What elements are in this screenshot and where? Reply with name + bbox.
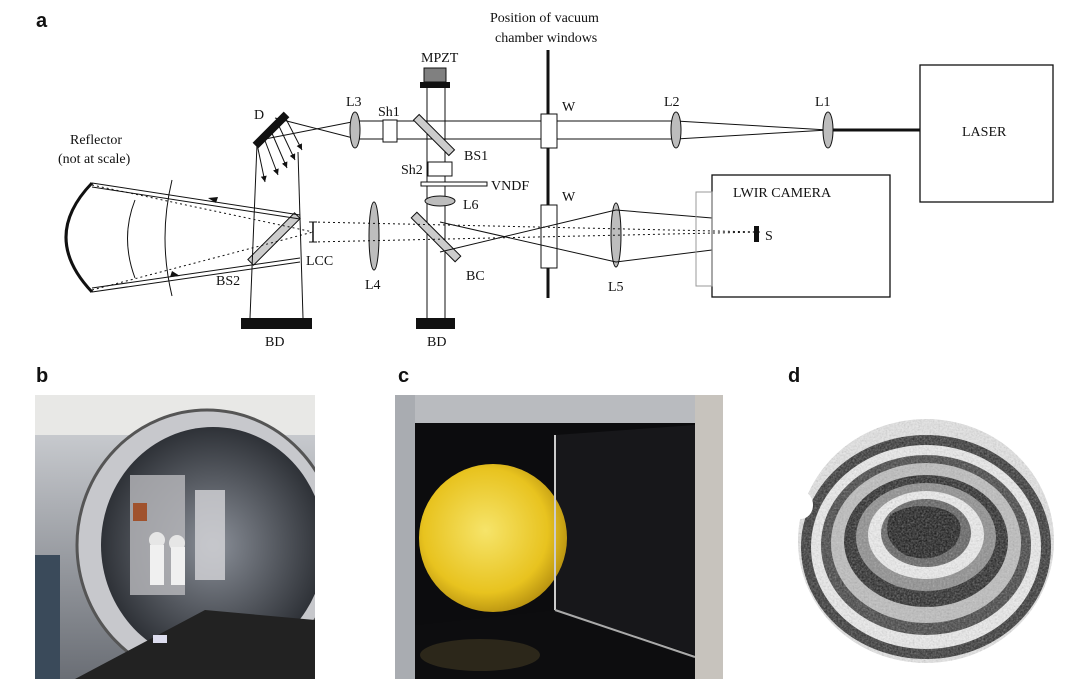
beam-l3-d-2 [274,117,358,140]
label-vndf: VNDF [491,179,529,194]
mirror-d [252,111,290,149]
reflector-beam-bottom [91,261,301,293]
label-bs1: BS1 [464,149,488,164]
wavefront-1 [127,199,136,279]
label-lwir-camera: LWIR CAMERA [733,186,832,201]
mpzt-block [423,67,447,83]
label-l4: L4 [365,278,381,293]
bd-left-line-1 [249,143,258,319]
beamsplitter-bs2 [247,212,301,266]
label-l2: L2 [664,95,680,110]
beam-l1-l2-lower [675,129,829,140]
label-bc: BC [466,269,485,284]
lens-l2 [670,111,682,149]
beam-l5-camera-1 [615,209,713,219]
label-lcc: LCC [306,254,333,269]
beam-bc-l5-2 [439,209,617,253]
lens-l3 [349,111,361,149]
window-w-top [540,113,558,149]
dotted-beam-lower [312,231,761,243]
label-w-bottom: W [562,190,576,205]
label-d: D [254,108,264,123]
beam-dump-left [241,318,312,329]
beam-combiner-bc [410,211,462,263]
beam-l3-d-1 [259,120,358,141]
sensor-s [754,226,759,242]
lens-l4 [368,201,380,271]
diffuse-rays [256,116,303,183]
reflector-mirror [64,181,94,294]
label-sh1: Sh1 [378,105,400,120]
reflector-beam-bottom-2 [91,257,301,289]
lwir-camera-lens-mount [695,191,713,287]
label-l5: L5 [608,280,624,295]
interferogram-phase-map [795,415,1057,667]
panel-label-c: c [398,365,410,387]
label-sh2: Sh2 [401,163,423,178]
label-mpzt: MPZT [421,51,459,66]
arrow-bottom [170,271,180,277]
label-s: S [765,229,773,244]
label-reflector-2: (not at scale) [58,152,131,167]
panel-label-b: b [36,365,49,387]
beam-dump-center [416,318,455,329]
mpzt-mirror [420,82,450,88]
label-l6: L6 [463,198,479,213]
arrow-top [208,197,218,203]
shutter-sh1 [382,119,398,143]
beam-bc-l5-1 [439,221,617,263]
filter-vndf [420,181,488,187]
label-l3: L3 [346,95,362,110]
beam-l1-l2-upper [675,120,829,131]
label-reflector-1: Reflector [70,133,122,148]
reflector-beam-top [91,182,301,216]
optical-setup-diagram: Position of vacuum chamber windows LASER… [58,11,1054,350]
beamsplitter-bs1 [412,113,456,157]
lens-l6 [424,195,456,207]
reflector-dotted-bottom [91,231,314,291]
laser-box [919,64,1054,203]
photo-reflector-in-enclosure [395,395,723,679]
label-bd-left: BD [265,335,284,350]
windows-title-line2: chamber windows [495,31,597,46]
label-w-top: W [562,100,576,115]
label-bd-center: BD [427,335,446,350]
label-l1: L1 [815,95,831,110]
wavefront-2 [164,179,173,297]
beam-l5-camera-2 [615,249,713,263]
photo-vacuum-chamber [35,395,315,679]
lens-l1 [822,111,834,149]
panel-label-a: a [36,10,48,32]
dotted-beam-upper [312,221,761,233]
shutter-sh2 [427,161,453,177]
label-bs2: BS2 [216,274,240,289]
panel-label-d: d [788,365,801,387]
windows-title-line1: Position of vacuum [490,11,599,26]
lens-l5 [610,202,622,268]
laser-label: LASER [962,125,1007,140]
